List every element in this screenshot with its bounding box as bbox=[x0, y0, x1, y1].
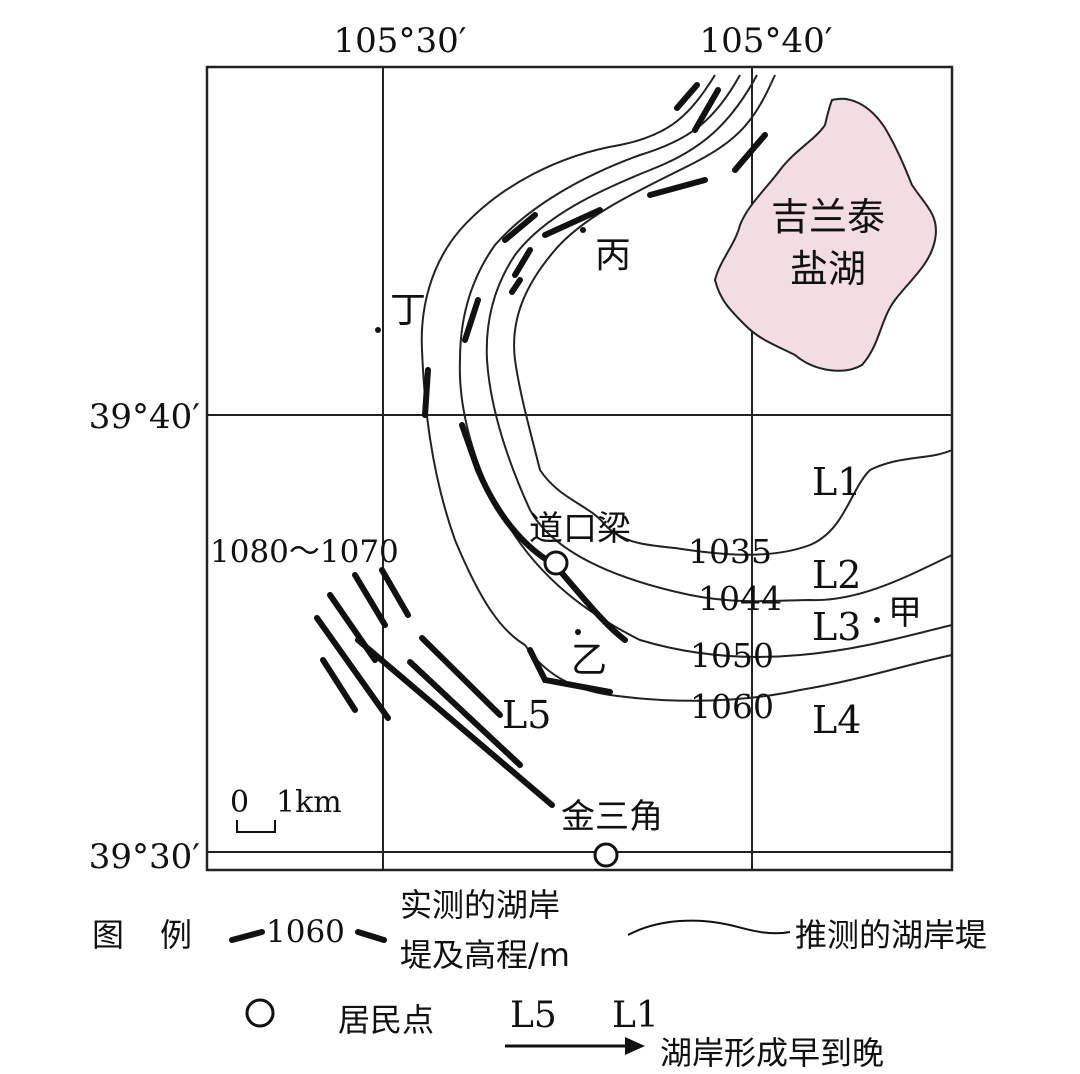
l5-ridges bbox=[314, 567, 555, 808]
label-jinsanjiao: 金三角 bbox=[561, 797, 663, 837]
label-ding: 丁 bbox=[390, 290, 426, 331]
legend-order-from: L5 bbox=[510, 995, 557, 1036]
legend-inferred-line bbox=[627, 919, 791, 936]
legend-measured-dash-left bbox=[229, 929, 265, 943]
label-l4: L4 bbox=[812, 698, 861, 742]
legend-title-2: 例 bbox=[160, 916, 193, 954]
legend-order-text: 湖岸形成早到晚 bbox=[660, 1034, 885, 1072]
label-l5: L5 bbox=[502, 693, 551, 737]
shore-l1-inferred bbox=[513, 74, 953, 556]
scale-label: 1km bbox=[276, 785, 342, 820]
legend-inferred-label: 推测的湖岸堤 bbox=[795, 916, 988, 954]
lat-label-mid: 39°40′ bbox=[89, 397, 200, 437]
elev-1050: 1050 bbox=[690, 636, 774, 675]
lake-name-line1: 吉兰泰 bbox=[771, 195, 885, 239]
measured-shore-segments bbox=[422, 82, 768, 695]
legend-order-to: L1 bbox=[612, 995, 659, 1036]
legend-settlement-symbol bbox=[245, 998, 275, 1028]
legend-settlement-label: 居民点 bbox=[338, 1001, 435, 1039]
elev-1035: 1035 bbox=[688, 532, 772, 571]
legend-title-1: 图 bbox=[92, 916, 125, 954]
point-yi-dot bbox=[575, 629, 581, 635]
label-l1: L1 bbox=[812, 460, 861, 504]
legend-measured-line2: 堤及高程/m bbox=[400, 936, 570, 974]
legend-measured-value: 1060 bbox=[266, 914, 345, 950]
jilantai-salt-lake bbox=[713, 97, 937, 372]
label-yi: 乙 bbox=[571, 640, 607, 681]
lake-name-line2: 盐湖 bbox=[790, 247, 866, 291]
shore-l2-inferred bbox=[485, 74, 953, 603]
label-l2: L2 bbox=[812, 553, 861, 597]
shore-l4-inferred bbox=[420, 74, 953, 702]
label-l3: L3 bbox=[812, 605, 861, 649]
elev-1044: 1044 bbox=[698, 579, 782, 618]
label-bing: 丙 bbox=[595, 235, 631, 276]
legend-measured-line1: 实测的湖岸 bbox=[400, 886, 561, 924]
map-frame bbox=[205, 65, 954, 872]
settlement-jinsanjiao bbox=[593, 842, 619, 868]
point-jia-dot bbox=[874, 617, 880, 623]
lon-label-right: 105°40′ bbox=[700, 21, 833, 61]
point-bing-dot bbox=[580, 227, 586, 233]
lat-label-bottom: 39°30′ bbox=[89, 837, 200, 877]
legend-measured-dash-right bbox=[355, 929, 387, 943]
lon-label-left: 105°30′ bbox=[334, 21, 467, 61]
scale-zero: 0 bbox=[230, 785, 249, 820]
settlement-daokouliang bbox=[543, 550, 569, 576]
point-ding-dot bbox=[375, 327, 381, 333]
scale-bar bbox=[236, 820, 276, 833]
label-daokouliang: 道口梁 bbox=[529, 509, 631, 549]
elev-range: 1080～1070 bbox=[210, 534, 399, 570]
elev-1060: 1060 bbox=[690, 687, 774, 726]
legend-order-arrowhead bbox=[625, 1037, 645, 1055]
label-jia: 甲 bbox=[888, 593, 922, 633]
